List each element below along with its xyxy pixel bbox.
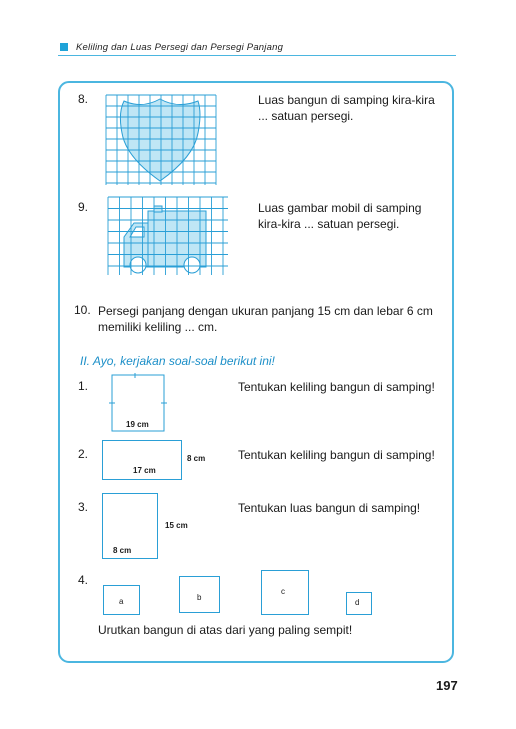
s2-q2-number: 2. — [78, 447, 89, 461]
s2-q3-text: Tentukan luas bangun di samping! — [238, 501, 421, 515]
q9-text: Luas gambar mobil di samping kira-kira .… — [258, 201, 422, 231]
q2-width-label: 8 cm — [187, 454, 206, 463]
s2-q3-number: 3. — [78, 500, 89, 514]
q1-side-label: 19 cm — [126, 420, 149, 429]
shape-a-label: a — [119, 597, 124, 606]
s2-q2-text: Tentukan keliling bangun di samping! — [238, 448, 435, 462]
s2-q1-number: 1. — [78, 379, 89, 393]
shape-d — [346, 592, 372, 615]
q8-number: 8. — [78, 92, 89, 106]
q8-text: Luas bangun di samping kira-kira ... sat… — [258, 93, 435, 123]
page-number: 197 — [436, 678, 458, 693]
q10-number: 10. — [74, 303, 91, 317]
rectangle-figure — [102, 440, 182, 480]
truck-grid-figure — [107, 196, 228, 275]
q3-width-label: 8 cm — [113, 546, 132, 555]
shape-c — [261, 570, 309, 615]
shape-d-label: d — [355, 598, 360, 607]
section-title: II. Ayo, kerjakan soal-soal berikut ini! — [80, 354, 275, 368]
s2-q4-text: Urutkan bangun di atas dari yang paling … — [98, 623, 353, 637]
q9-number: 9. — [78, 200, 89, 214]
shape-b — [179, 576, 220, 613]
shape-c-label: c — [281, 587, 285, 596]
shield-grid-figure — [105, 94, 217, 185]
square-figure — [109, 373, 167, 432]
shape-a — [103, 585, 140, 615]
header-rule — [58, 55, 456, 56]
s2-q1-text: Tentukan keliling bangun di samping! — [238, 380, 435, 394]
q3-height-label: 15 cm — [165, 521, 188, 530]
running-header: Keliling dan Luas Persegi dan Persegi Pa… — [76, 42, 284, 53]
header-marker — [60, 43, 68, 51]
exercise-frame — [58, 81, 454, 663]
q2-length-label: 17 cm — [133, 466, 156, 475]
s2-q4-number: 4. — [78, 573, 89, 587]
shape-b-label: b — [197, 593, 202, 602]
tall-rectangle-figure — [102, 493, 158, 559]
q10-text: Persegi panjang dengan ukuran panjang 15… — [98, 304, 433, 334]
